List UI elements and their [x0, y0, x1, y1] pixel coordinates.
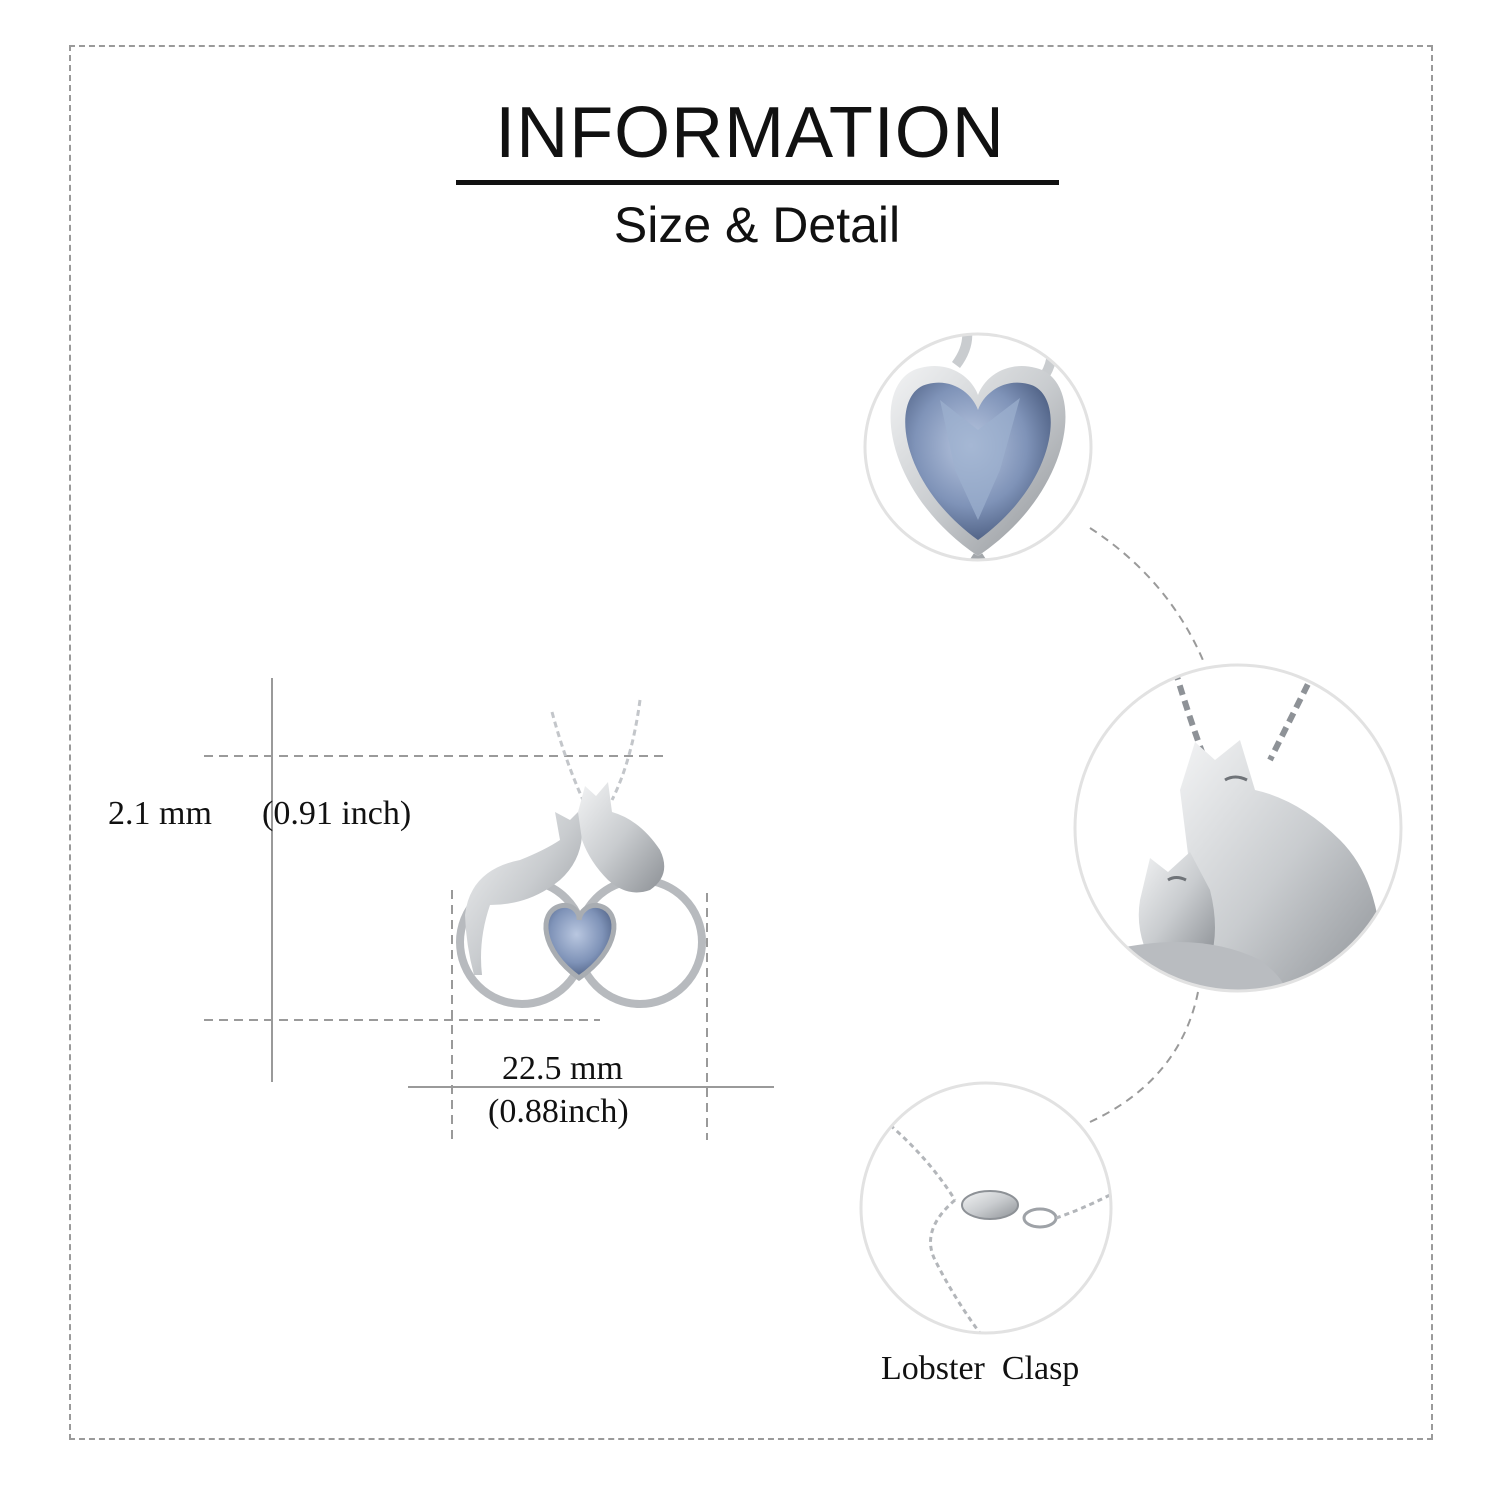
connector-bottom: [1089, 991, 1199, 1123]
height-inch-label: (0.91 inch): [262, 795, 412, 832]
width-mm-label: 22.5 mm: [502, 1050, 623, 1087]
pendant-main: [456, 699, 706, 1008]
clasp-caption: Lobster Clasp: [881, 1350, 1080, 1387]
dashed-frame: [69, 45, 1433, 1440]
height-mm-label: 2.1 mm: [108, 795, 212, 832]
detail-circle-cats: [1073, 663, 1403, 993]
title-underline: [456, 180, 1059, 185]
detail-circle-clasp: [859, 1081, 1113, 1335]
width-inch-label: (0.88inch): [488, 1093, 629, 1130]
dimension-guides: [204, 678, 774, 1140]
page-subtitle: Size & Detail: [613, 197, 901, 253]
detail-circle-heart: [863, 332, 1093, 562]
page-title: INFORMATION: [495, 93, 1005, 173]
connector-top: [1089, 527, 1206, 666]
